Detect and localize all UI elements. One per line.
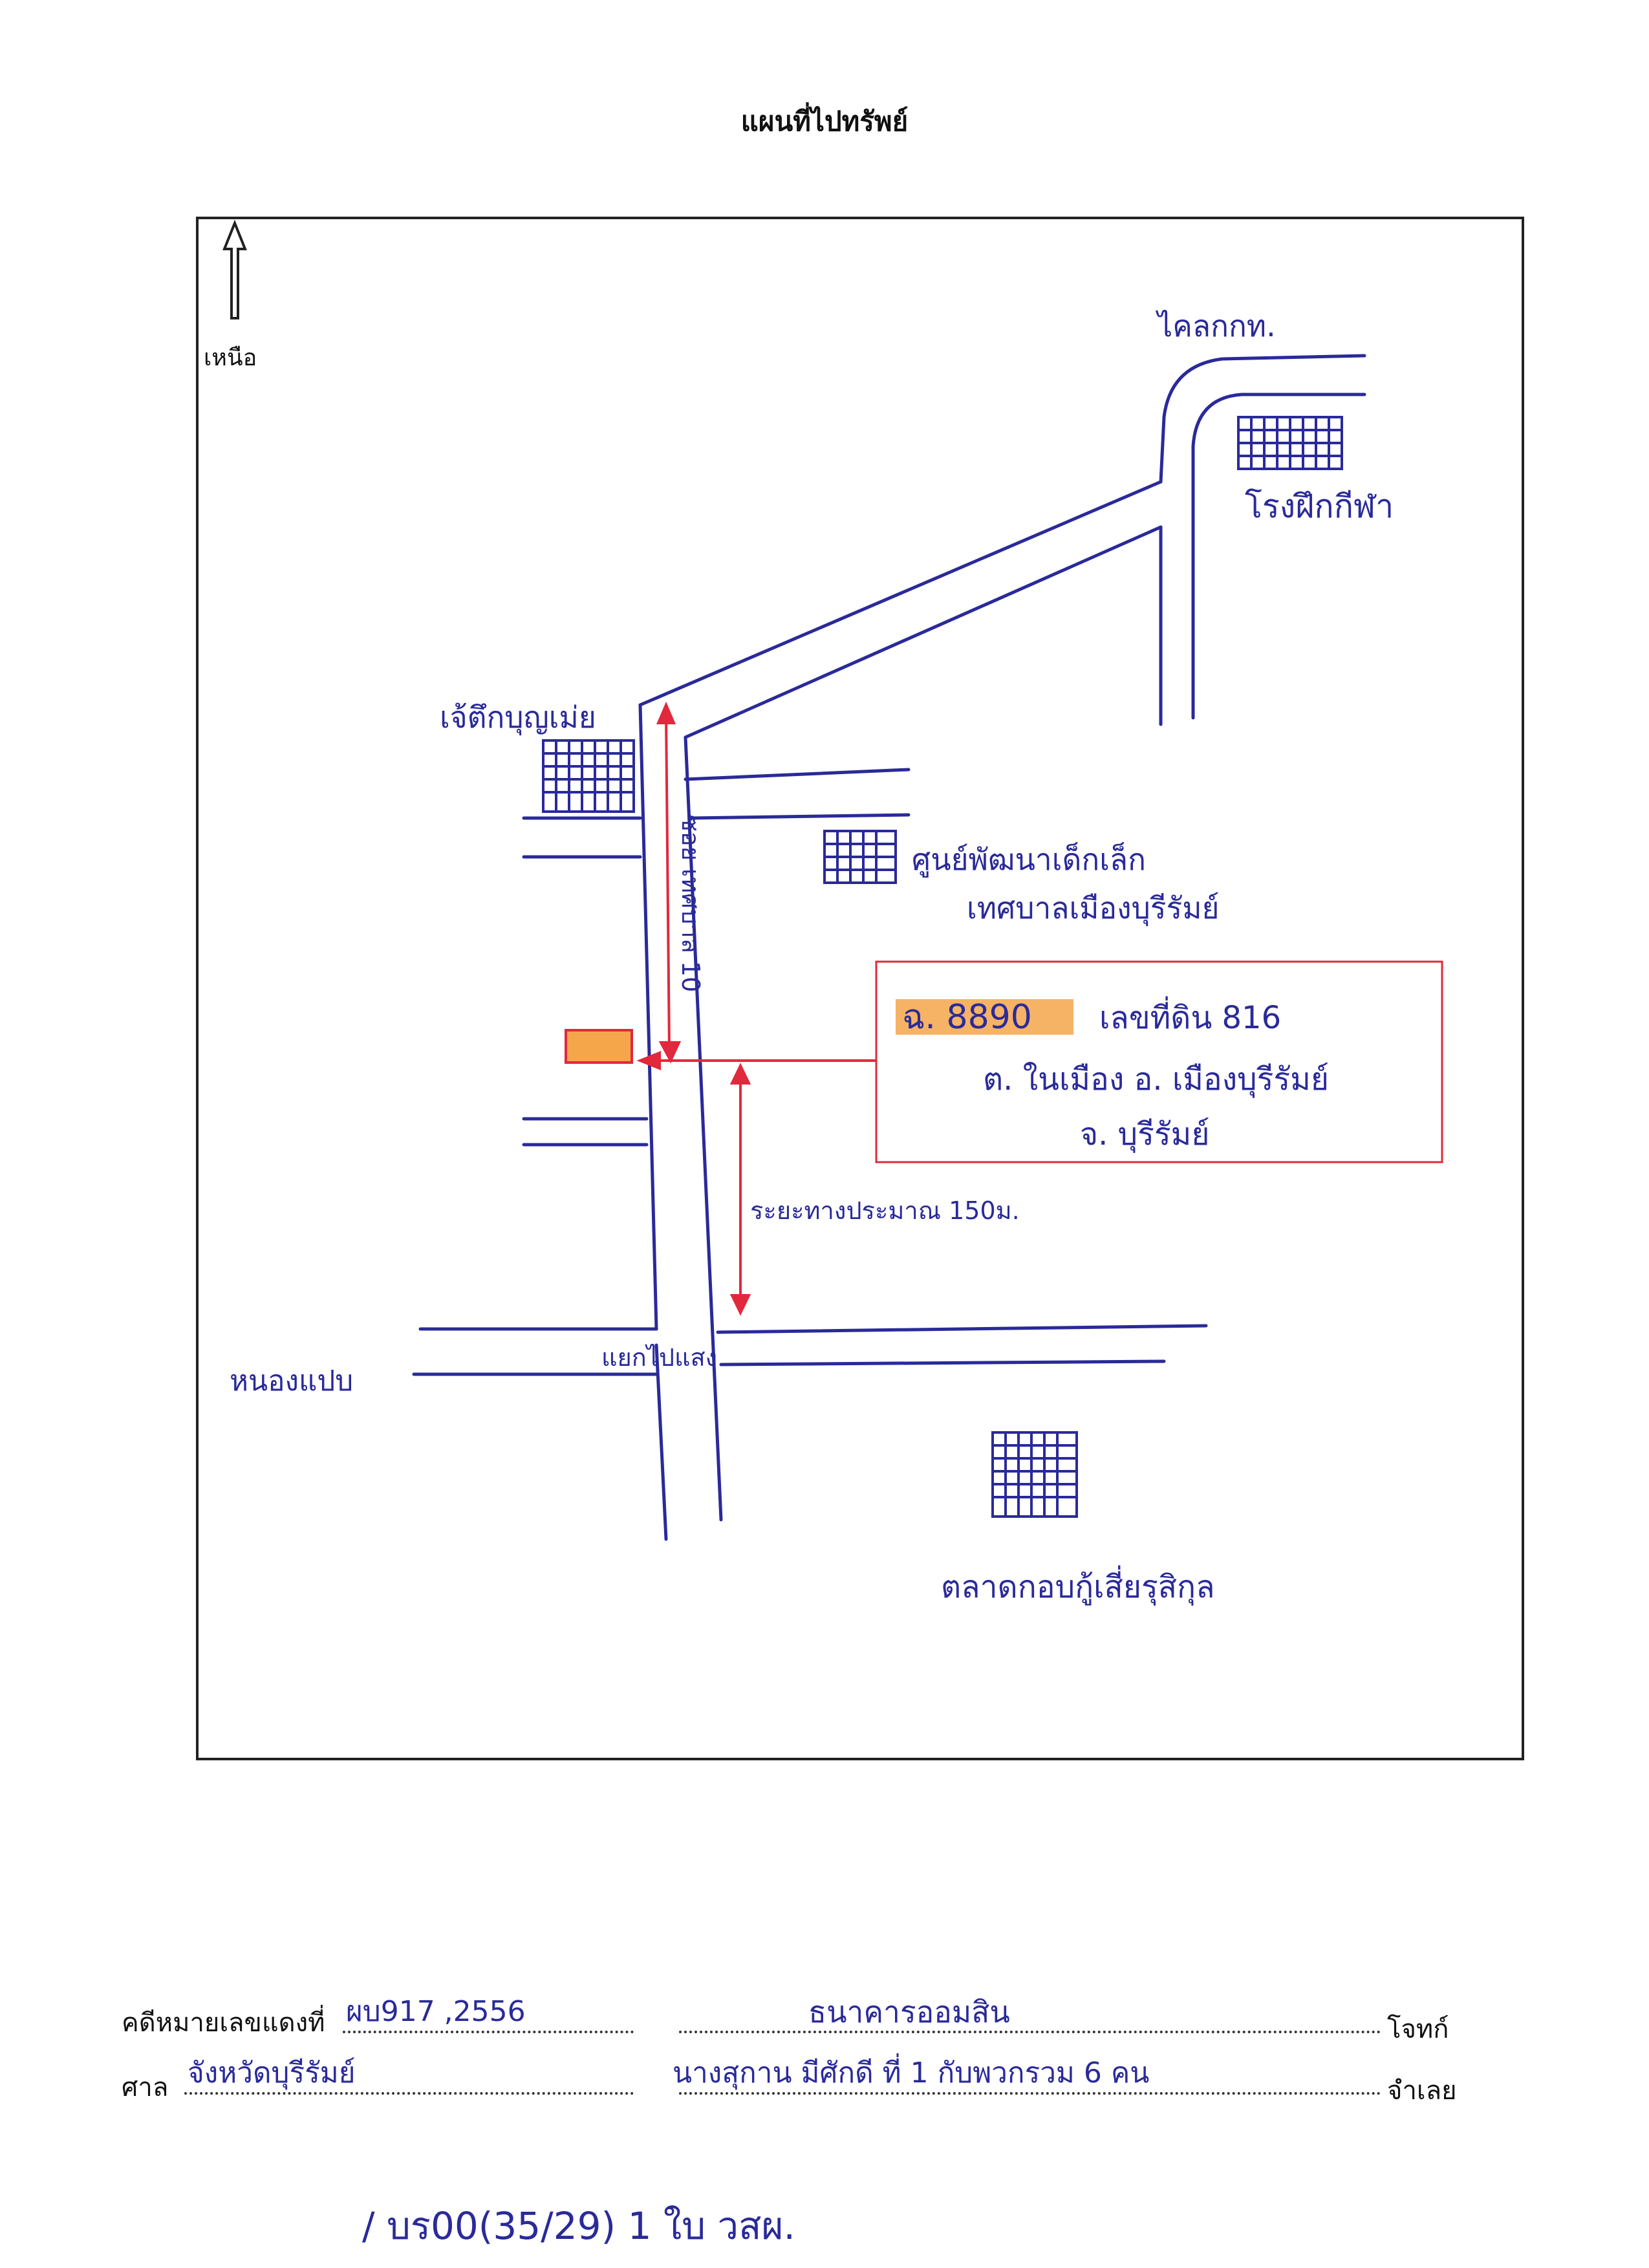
vertical-road-label: ซอย เทศบาล 10 [676,815,705,992]
arrow-down-icon [729,1294,751,1316]
arrow-down-icon [658,1041,682,1064]
province: จ. บุรีรัมย์ [1080,1116,1209,1153]
arrow-left-icon [636,1051,661,1070]
red-markers [636,701,876,1316]
defendant-dotline [679,2092,1381,2095]
distance-label: ระยะทางประมาณ 150ม. [750,1196,1020,1225]
north-arrow-icon [222,219,247,319]
market-label: ตลาดกอบกู้เสี่ยรุสิกุล [941,1565,1215,1606]
junction-label: แยกไปแสง [601,1343,717,1372]
school-building-icon [1237,416,1343,470]
roads [412,354,1366,1541]
property-parcel [565,1029,633,1064]
arrow-up-icon [656,701,676,724]
case-number: ผบ917 ,2556 [346,1995,526,2028]
top-right-road-label: ไคลกกท. [1155,308,1276,343]
market-building-icon [991,1431,1078,1518]
case-dotline [343,2031,634,2033]
land-number: เลขที่ดิน 816 [1099,996,1281,1036]
top-left-building-icon [542,739,635,813]
case-label: คดีหมายเลขแดงที่ [122,2008,325,2038]
page-title: แผนที่ไปทรัพย์ [740,105,909,137]
building-icons [542,416,1343,1518]
municipality-label: เทศบาลเมืองบุรีรัมย์ [967,891,1219,927]
arrow-up-icon [729,1063,751,1085]
defendant-label: จำเลย [1387,2076,1457,2106]
court-name: จังหวัดบุรีรัมย์ [188,2057,356,2090]
childcare-building-icon [823,830,897,884]
plaintiff-label: โจทก์ [1387,2014,1449,2044]
court-dotline [184,2092,634,2095]
north-label: เหนือ [204,345,257,371]
deed-number: ฉ. 8890 [902,998,1032,1037]
plaintiff-name: ธนาคารออมสิน [808,1994,1010,2029]
left-road-label: หนองแปบ [230,1365,353,1398]
childcare-label: ศูนย์พัฒนาเด็กเล็ก [912,842,1146,878]
school-label: โรงฝึกกีฬา [1245,488,1394,525]
plaintiff-dotline [679,2031,1381,2033]
property-callout-box [875,960,1443,1163]
deed-highlight [896,999,1073,1035]
defendant-name: นางสุกาน มีศักดี ที่ 1 กับพวกรวม 6 คน [673,2057,1150,2090]
subdistrict-district: ต. ในเมือง อ. เมืองบุรีรัมย์ [983,1061,1329,1098]
court-label: ศาล [122,2073,169,2102]
map-frame [196,217,1524,1760]
vertical-distance-line [665,714,671,1052]
bottom-note: / บร00(35/29) 1 ใบ วสผ. [362,2204,795,2248]
top-left-building-label: เจ้ตึกบุญเม่ย [440,700,596,736]
